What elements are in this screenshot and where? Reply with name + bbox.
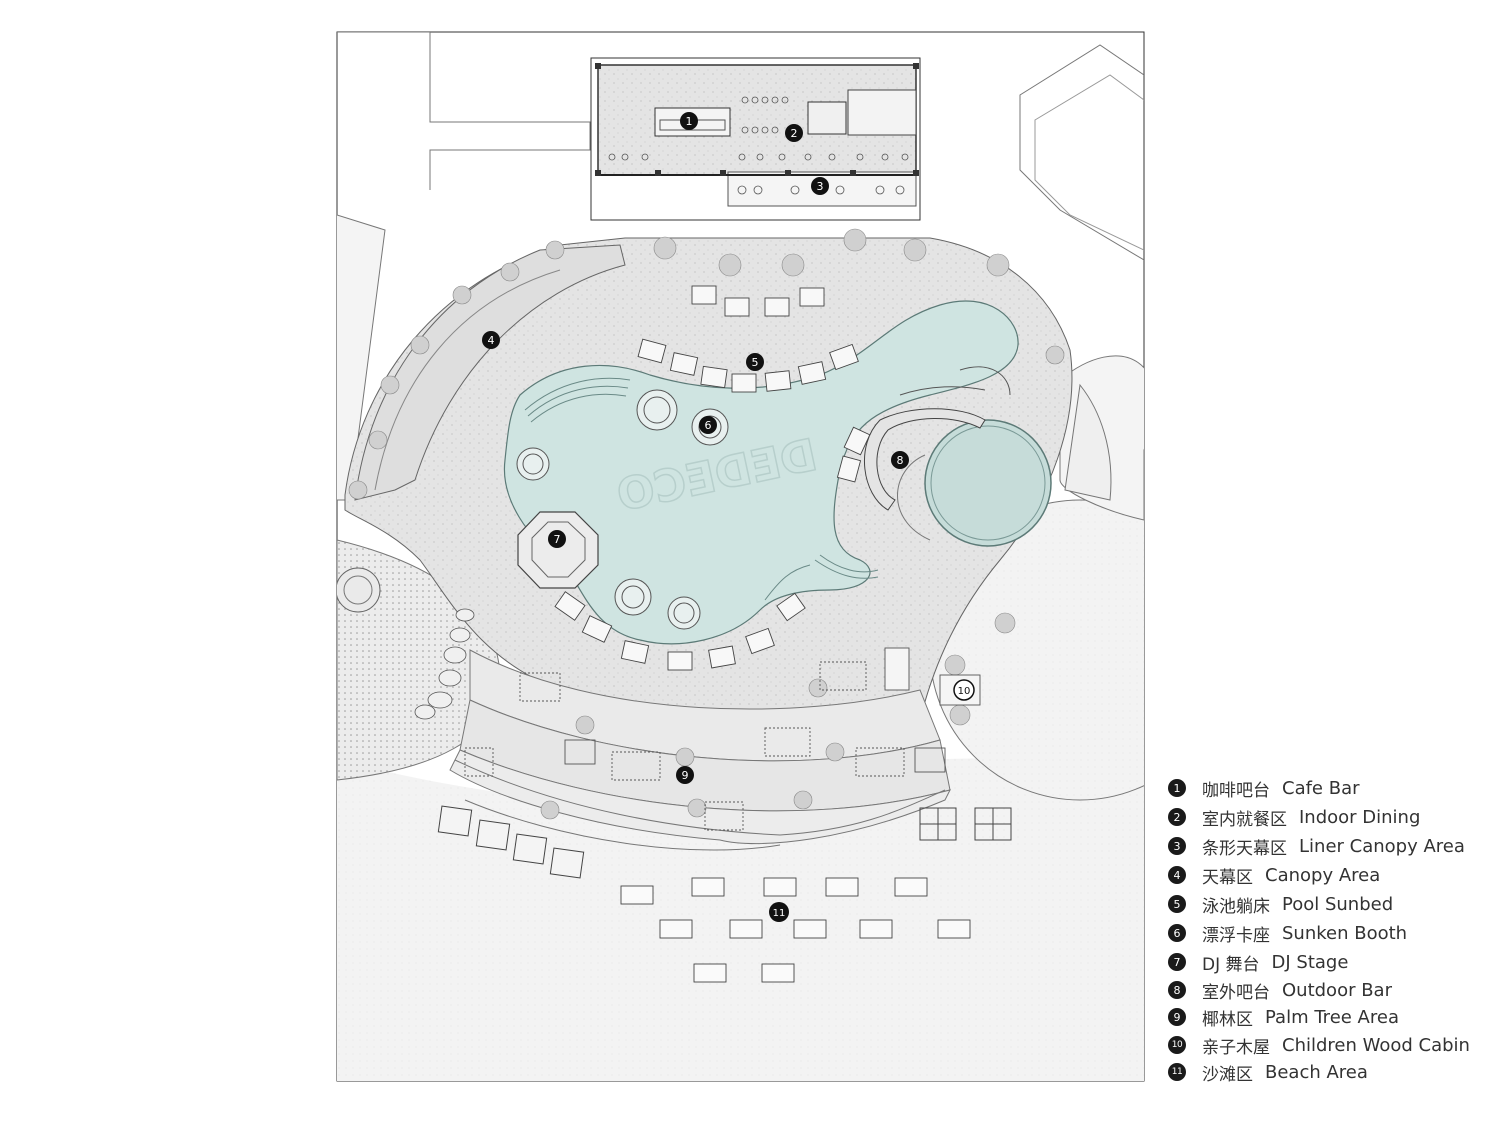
legend-item: 5 泳池躺床 Pool Sunbed <box>1168 892 1394 917</box>
legend-label-en: Liner Canopy Area <box>1299 835 1465 857</box>
legend-label-zh: 椰林区 <box>1202 1009 1253 1030</box>
legend-label-en: Beach Area <box>1265 1061 1368 1083</box>
plunge-pool <box>924 419 1052 547</box>
zone-marker-8: 8 <box>891 451 909 469</box>
beach-cabanas <box>437 805 1012 879</box>
legend-item: 3 条形天幕区 Liner Canopy Area <box>1168 834 1465 859</box>
zone-marker-5: 5 <box>746 353 764 371</box>
legend-number: 6 <box>1168 924 1186 942</box>
legend-number: 1 <box>1168 779 1186 797</box>
legend-label-en: Canopy Area <box>1265 864 1381 886</box>
zone-marker-7: 7 <box>548 530 566 548</box>
legend-label-zh: 咖啡吧台 <box>1202 780 1270 801</box>
legend-number: 11 <box>1168 1063 1186 1081</box>
zone-marker-1: 1 <box>680 112 698 130</box>
legend-number: 8 <box>1168 981 1186 999</box>
zone-marker-label: 11 <box>773 908 786 919</box>
legend-item: 4 天幕区 Canopy Area <box>1168 863 1381 888</box>
legend-label-en: Children Wood Cabin <box>1282 1034 1470 1056</box>
zone-marker-label: 10 <box>958 686 971 697</box>
palm-trees <box>348 228 1065 820</box>
legend-number: 9 <box>1168 1008 1186 1026</box>
legend-number: 2 <box>1168 808 1186 826</box>
legend-item: 7 DJ 舞台 DJ Stage <box>1168 950 1349 975</box>
legend-label-en: Outdoor Bar <box>1282 979 1392 1001</box>
legend-label-en: Palm Tree Area <box>1265 1006 1399 1028</box>
zone-marker-label: 1 <box>686 115 693 128</box>
zone-marker-11: 11 <box>769 902 789 922</box>
legend-number: 5 <box>1168 895 1186 913</box>
legend-number: 10 <box>1168 1036 1186 1054</box>
legend-item: 10 亲子木屋 Children Wood Cabin <box>1168 1033 1470 1058</box>
legend-label-zh: 漂浮卡座 <box>1202 925 1270 946</box>
adjacent-building-outline <box>337 32 591 190</box>
zone-marker-label: 9 <box>682 769 689 782</box>
zone-marker-label: 5 <box>752 356 759 369</box>
legend-label-en: Cafe Bar <box>1282 777 1360 799</box>
legend-number: 7 <box>1168 953 1186 971</box>
legend-label-zh: 天幕区 <box>1202 867 1253 888</box>
outdoor-bar <box>864 408 986 511</box>
adjacent-building-outline-right <box>1019 44 1144 261</box>
pool-sunbeds <box>554 285 871 671</box>
zone-marker-3: 3 <box>811 177 829 195</box>
legend-number: 3 <box>1168 837 1186 855</box>
cafe-building <box>590 57 921 221</box>
beach-loungers <box>620 877 971 983</box>
legend-label-zh: 亲子木屋 <box>1202 1037 1270 1058</box>
zone-marker-label: 7 <box>554 533 561 546</box>
palm-band-3 <box>449 749 951 845</box>
zone-marker-9: 9 <box>676 766 694 784</box>
legend-item: 11 沙滩区 Beach Area <box>1168 1060 1368 1085</box>
zone-marker-label: 2 <box>791 127 798 140</box>
zone-marker-label: 6 <box>705 419 712 432</box>
zone-marker-10: 10 <box>953 679 975 701</box>
zone-markers: 1 2 3 4 5 6 7 8 9 10 11 <box>482 112 975 922</box>
legend-number: 4 <box>1168 866 1186 884</box>
legend-label-zh: 泳池躺床 <box>1202 896 1270 917</box>
legend-label-en: Indoor Dining <box>1299 806 1421 828</box>
legend-item: 6 漂浮卡座 Sunken Booth <box>1168 921 1408 946</box>
legend-label-zh: 条形天幕区 <box>1202 838 1287 859</box>
zone-marker-label: 3 <box>817 180 824 193</box>
legend-item: 9 椰林区 Palm Tree Area <box>1168 1005 1399 1030</box>
legend-item: 8 室外吧台 Outdoor Bar <box>1168 978 1392 1003</box>
legend-item: 1 咖啡吧台 Cafe Bar <box>1168 776 1360 801</box>
legend-label-zh: 沙滩区 <box>1202 1064 1253 1085</box>
rocks <box>414 608 475 720</box>
legend-label-en: Sunken Booth <box>1282 922 1408 944</box>
legend-label-en: DJ Stage <box>1271 951 1349 973</box>
zone-marker-label: 4 <box>488 334 495 347</box>
legend-label-zh: 室内就餐区 <box>1202 809 1287 830</box>
zone-marker-label: 8 <box>897 454 904 467</box>
zone-marker-2: 2 <box>785 124 803 142</box>
palm-dining-tables <box>464 647 981 831</box>
legend-label-en: Pool Sunbed <box>1282 893 1394 915</box>
legend-label-zh: 室外吧台 <box>1202 982 1270 1003</box>
zone-marker-4: 4 <box>482 331 500 349</box>
legend-item: 2 室内就餐区 Indoor Dining <box>1168 805 1421 830</box>
zone-marker-6: 6 <box>699 416 717 434</box>
legend-label-zh: DJ 舞台 <box>1202 954 1260 975</box>
